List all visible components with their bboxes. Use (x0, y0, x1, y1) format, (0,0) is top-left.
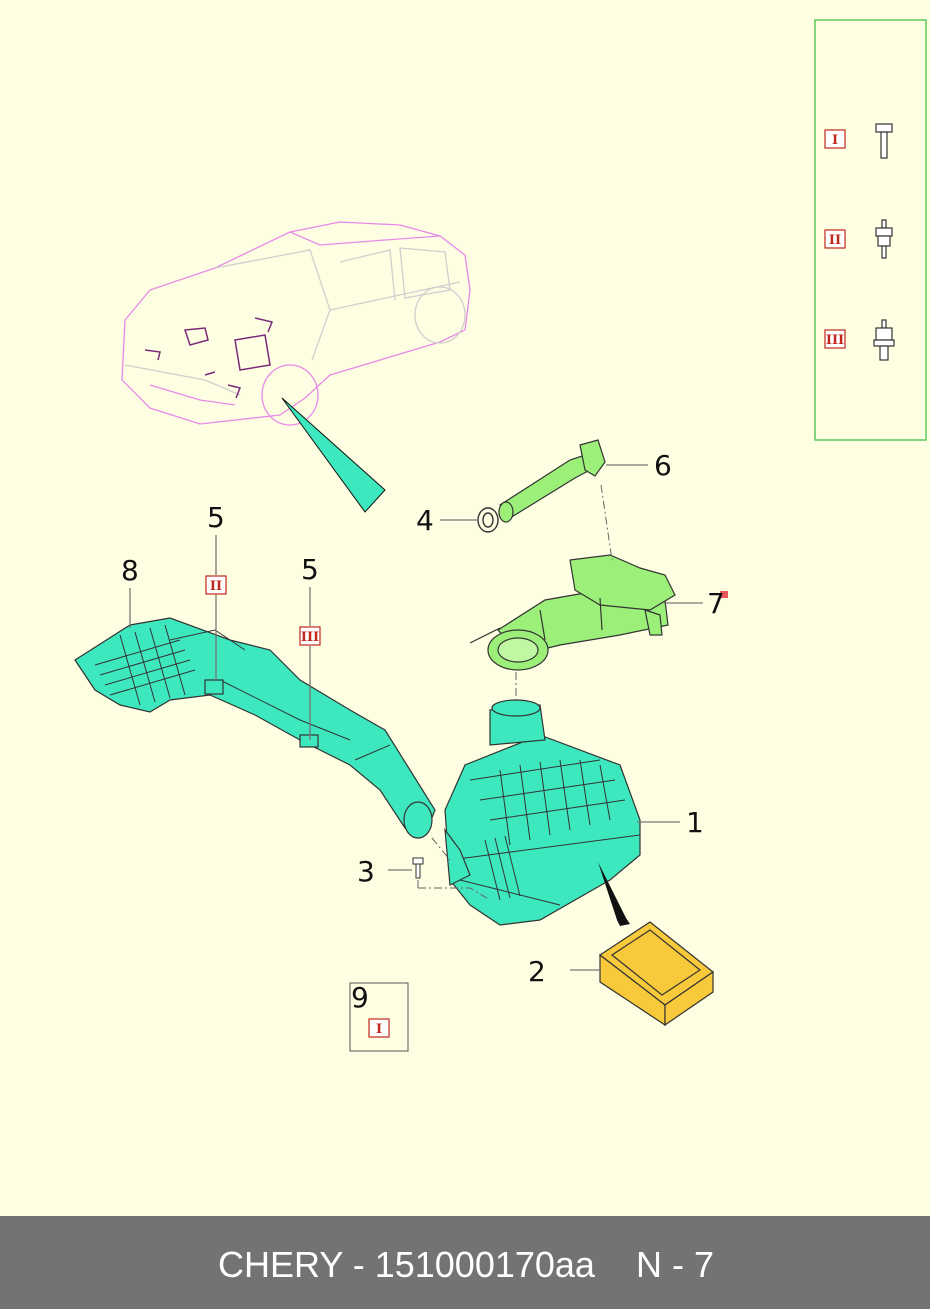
mark-9-label: I (376, 1022, 382, 1037)
part-1-air-filter-housing (444, 699, 641, 926)
callout-7: 7 (707, 587, 725, 620)
part-6-breather-hose (498, 439, 606, 523)
bolt-plain-icon (875, 123, 893, 159)
car-overview (121, 221, 471, 513)
part-9-box: 9 I (349, 981, 409, 1052)
callout-3: 3 (357, 855, 375, 888)
arrow-to-filter (598, 862, 630, 926)
part-4-hose-clamp (477, 507, 499, 533)
part-7-air-duct (469, 554, 676, 671)
part-2-filter-element (598, 921, 715, 1027)
callout-9: 9 (351, 981, 369, 1014)
footer-bar: CHERY - 151000170aa N - 7 (0, 1216, 930, 1309)
callout-1: 1 (686, 806, 704, 839)
part-3-bolt (412, 857, 424, 879)
callout-2: 2 (528, 955, 546, 988)
callout-4: 4 (416, 504, 434, 537)
page-reference: N - 7 (636, 1244, 715, 1285)
marker-dot (720, 591, 728, 598)
callout-8: 8 (121, 554, 139, 587)
legend-mark-2: II (829, 233, 841, 248)
part-reference: CHERY - 151000170aa (218, 1244, 595, 1285)
part-8-inlet-snorkel (74, 617, 436, 839)
callout-5b: 5 (301, 553, 319, 586)
legend-mark-3: III (826, 333, 844, 348)
fastener-legend: I II III (814, 19, 927, 441)
legend-item-1: I (824, 123, 893, 159)
legend-item-2: II (824, 219, 893, 259)
callout-6: 6 (654, 449, 672, 482)
legend-item-3: III (824, 319, 895, 361)
leader-lines (129, 464, 703, 971)
assembly-lines (417, 484, 613, 901)
bolt-washer-icon (875, 219, 893, 259)
parts-diagram: I II III (74, 19, 927, 1052)
mark-5b-label: III (301, 630, 319, 645)
legend-mark-1: I (832, 133, 838, 148)
mark-5b: III (299, 626, 321, 646)
mark-5a: II (205, 575, 227, 595)
bolt-flange-icon (873, 319, 895, 361)
mark-5a-label: II (210, 579, 222, 594)
callout-5a: 5 (207, 501, 225, 534)
